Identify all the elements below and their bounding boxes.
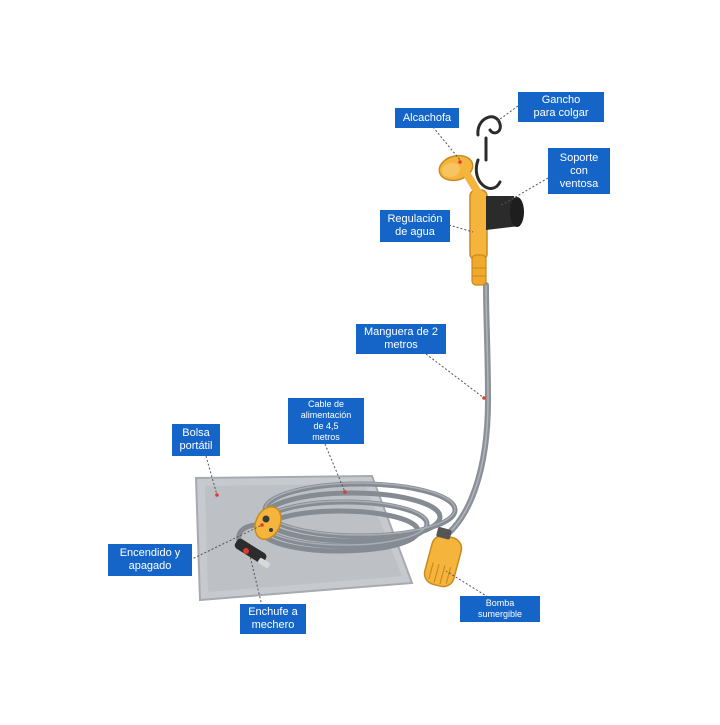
suction-cup-holder — [486, 196, 524, 230]
hose-highlight — [439, 284, 489, 541]
lighter-plug — [234, 538, 270, 568]
leader-lines — [189, 105, 549, 607]
label-encendido: Encendido y apagado — [108, 544, 192, 576]
shower-head — [438, 154, 484, 200]
on-off-switch — [254, 506, 282, 540]
label-enchufe: Enchufe a mechero — [240, 604, 306, 634]
label-manguera: Manguera de 2 metros — [356, 324, 446, 354]
label-regulacion: Regulación de agua — [380, 210, 450, 242]
label-alcachofa: Alcachofa — [395, 108, 459, 128]
leader-dots — [215, 160, 486, 527]
label-bomba: Bomba sumergible — [460, 596, 540, 622]
label-gancho: Gancho para colgar — [518, 92, 604, 122]
label-cable: Cable de alimentación de 4,5 metros — [288, 398, 364, 444]
label-soporte: Soporte con ventosa — [548, 148, 610, 194]
submersible-pump — [423, 527, 463, 588]
hanging-hook — [474, 115, 502, 190]
water-regulator — [469, 189, 488, 286]
label-bolsa: Bolsa portátil — [172, 424, 220, 456]
